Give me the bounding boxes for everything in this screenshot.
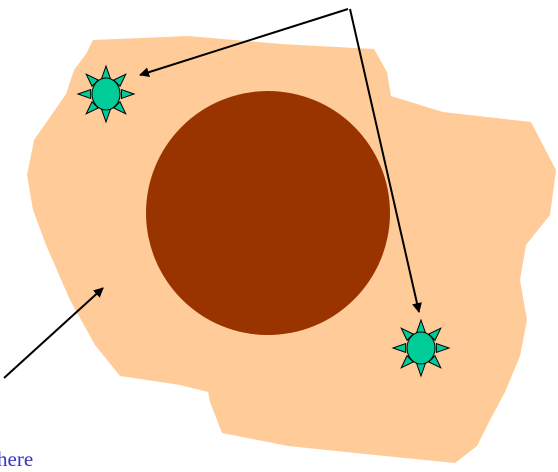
core-circle — [146, 91, 390, 335]
star-burst-icon — [393, 320, 449, 376]
arrow-to-blob — [4, 288, 103, 378]
star-center — [92, 78, 120, 110]
star-center — [407, 332, 435, 364]
partial-label-text: here — [0, 447, 33, 471]
star-burst-icon — [78, 66, 134, 122]
